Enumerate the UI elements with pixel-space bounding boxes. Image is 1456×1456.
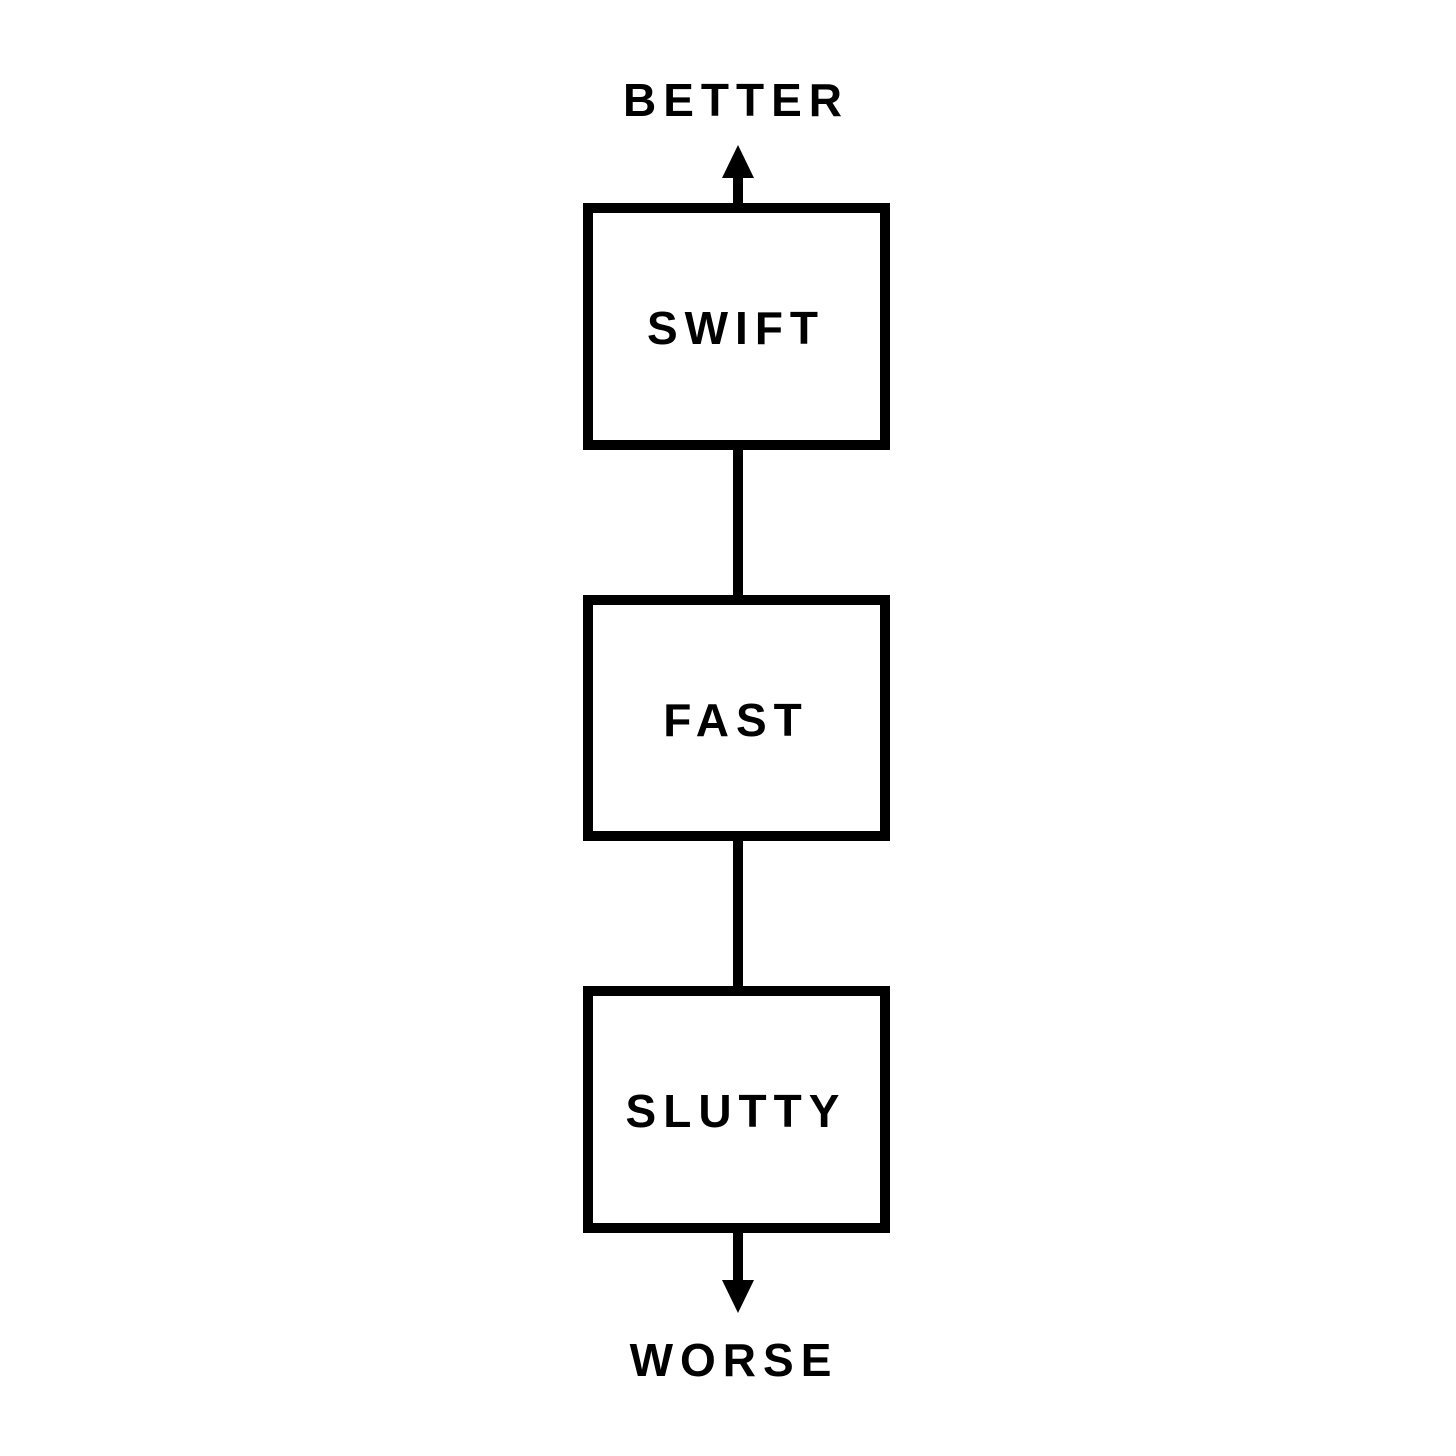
top-label: BETTER bbox=[623, 74, 849, 126]
node-fast: FAST bbox=[583, 595, 890, 841]
node-label-slutty: SLUTTY bbox=[626, 1085, 847, 1137]
bottom-label: WORSE bbox=[630, 1334, 839, 1386]
up-arrow-icon bbox=[722, 145, 754, 206]
down-arrow-icon bbox=[722, 1232, 754, 1313]
node-label-fast: FAST bbox=[663, 694, 809, 746]
node-label-swift: SWIFT bbox=[647, 302, 825, 354]
node-swift: SWIFT bbox=[583, 203, 890, 450]
node-slutty: SLUTTY bbox=[583, 986, 890, 1233]
